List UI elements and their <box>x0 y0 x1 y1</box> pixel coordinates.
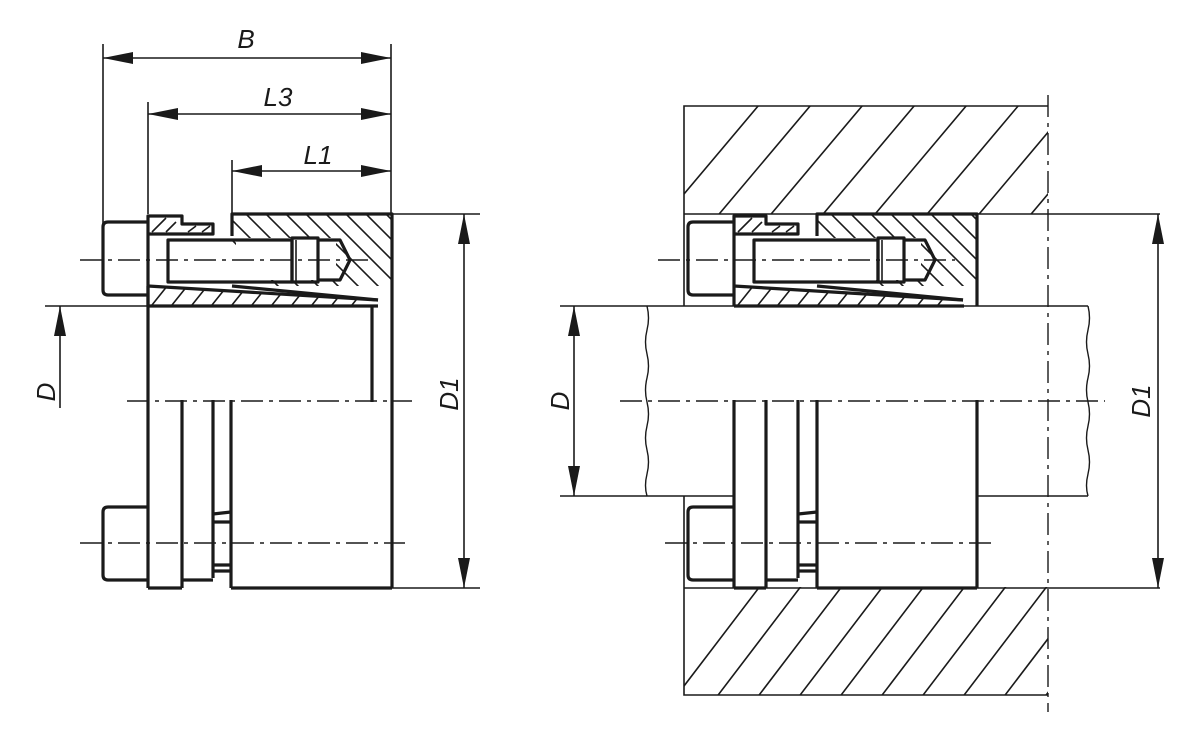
left-view: B L3 L1 <box>31 24 480 590</box>
dimension-b: B <box>102 24 392 224</box>
dimension-l3: L3 <box>147 82 391 214</box>
cap-screw-bottom-right <box>686 505 734 582</box>
thrust-ring-top <box>146 214 215 306</box>
hub-top-section <box>683 105 1160 306</box>
dimension-label-d1-left: D1 <box>434 377 464 410</box>
dimension-label-l3: L3 <box>264 82 293 112</box>
cap-screw-bottom <box>101 505 148 582</box>
dimension-d-right: D <box>545 306 580 496</box>
locking-assembly-body-right <box>732 400 979 590</box>
locking-assembly-body <box>146 301 394 590</box>
dimension-label-b: B <box>237 24 254 54</box>
dimension-label-d-left: D <box>31 383 61 402</box>
hub-bottom-section <box>683 496 1160 696</box>
dimension-label-l1: L1 <box>304 140 333 170</box>
inner-ring-section-right <box>733 284 964 308</box>
dimension-d1-right: D1 <box>1126 214 1164 588</box>
dimension-d1-left: D1 <box>392 213 480 589</box>
right-view: D D1 <box>545 95 1164 712</box>
dimension-label-d1-right: D1 <box>1126 384 1156 417</box>
thrust-ring-top-right <box>732 214 800 306</box>
dimension-l1: L1 <box>231 140 391 214</box>
dimension-d-left: D <box>31 305 148 408</box>
dimension-label-d-right: D <box>545 392 575 411</box>
